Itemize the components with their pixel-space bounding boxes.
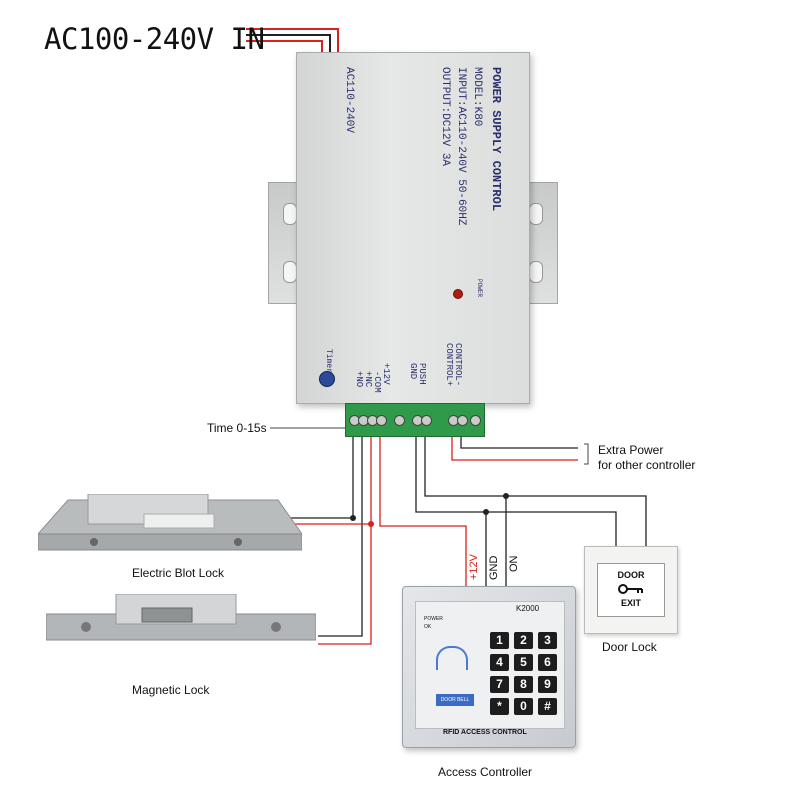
wire-12v xyxy=(379,436,467,586)
terminal-screw[interactable] xyxy=(457,415,468,426)
key[interactable]: 5 xyxy=(514,654,533,671)
psu-brand: POWER SUPPLY CONTROL xyxy=(489,67,503,212)
wire-push-door xyxy=(506,495,647,546)
terminal-block xyxy=(345,403,485,437)
magnetic-lock-label: Magnetic Lock xyxy=(132,683,210,697)
key[interactable]: 6 xyxy=(538,654,557,671)
rfid-wave-icon xyxy=(436,646,468,670)
wire-push xyxy=(424,436,507,586)
ac-wire-red xyxy=(246,28,339,52)
mount-hole xyxy=(529,261,543,283)
door-exit-line2: EXIT xyxy=(620,598,641,608)
ac-wire-black xyxy=(246,34,331,52)
terminal-screw[interactable] xyxy=(394,415,405,426)
psu-ac-label: AC110-240V xyxy=(343,67,355,134)
terminal-screw[interactable] xyxy=(421,415,432,426)
magnetic-lock-image xyxy=(46,594,316,641)
junction-dot xyxy=(350,515,356,521)
ac-wire-red-2 xyxy=(246,40,323,52)
wire-label-gnd: GND xyxy=(488,555,500,580)
timer-knob-icon[interactable] xyxy=(319,371,335,387)
ac-input-title: AC100-240V IN xyxy=(44,22,265,56)
door-exit-line1: DOOR xyxy=(617,570,645,580)
terminal-label: CONTROL- xyxy=(453,343,463,387)
key[interactable]: 2 xyxy=(514,632,533,649)
electric-bolt-lock-image xyxy=(38,494,302,551)
key[interactable]: 0 xyxy=(514,698,533,715)
wire-control-minus xyxy=(460,436,578,449)
wire-gnd-door xyxy=(486,511,617,546)
junction-dot xyxy=(368,521,374,527)
doorbell-button[interactable]: DOOR BELL xyxy=(436,694,474,706)
key-icon xyxy=(618,584,644,594)
door-exit-button[interactable]: DOOR EXIT xyxy=(584,546,678,634)
timer-label: Timer xyxy=(324,349,333,374)
door-lock-label: Door Lock xyxy=(602,640,657,654)
psu-output: OUTPUT:DC12V 3A xyxy=(439,67,451,167)
keypad-led-ok: OK xyxy=(424,624,432,630)
junction-dot xyxy=(503,493,509,499)
wire-nc xyxy=(318,436,363,637)
psu-model: MODEL:K80 xyxy=(471,67,483,127)
keypad-footer: RFID ACCESS CONTROL xyxy=(443,729,527,736)
keypad-keys: 1 2 3 4 5 6 7 8 9 * 0 # xyxy=(490,632,560,722)
wire-label-12v: +12V xyxy=(468,554,480,580)
access-controller-label: Access Controller xyxy=(438,765,533,779)
key[interactable]: 8 xyxy=(514,676,533,693)
electric-bolt-lock-label: Electric Blot Lock xyxy=(132,566,225,580)
terminal-screw[interactable] xyxy=(470,415,481,426)
access-controller-keypad: K2000 POWER OK DOOR BELL 1 2 3 4 5 6 7 8… xyxy=(402,586,576,748)
wire-com xyxy=(318,436,372,645)
key[interactable]: 4 xyxy=(490,654,509,671)
keypad-face: K2000 POWER OK DOOR BELL 1 2 3 4 5 6 7 8… xyxy=(415,601,565,729)
wire-label-on: ON xyxy=(508,555,520,573)
extra-power-brace xyxy=(584,443,589,465)
wire-control-plus xyxy=(451,436,578,461)
power-led xyxy=(453,289,463,299)
extra-power-label: Extra Power xyxy=(598,443,664,457)
mount-hole xyxy=(283,261,297,283)
extra-power-sublabel: for other controller xyxy=(598,458,696,472)
door-exit-face: DOOR EXIT xyxy=(597,563,665,617)
key[interactable]: * xyxy=(490,698,509,715)
mount-hole xyxy=(283,203,297,225)
terminal-label: +12V xyxy=(381,363,391,385)
psu-input: INPUT:AC110-240V 50-60HZ xyxy=(455,67,467,226)
power-led-label: POWER xyxy=(476,279,483,298)
key[interactable]: 9 xyxy=(538,676,557,693)
key[interactable]: # xyxy=(538,698,557,715)
mount-hole xyxy=(529,203,543,225)
key[interactable]: 7 xyxy=(490,676,509,693)
keypad-model: K2000 xyxy=(516,604,540,613)
power-supply-unit: POWER SUPPLY CONTROL MODEL:K80 INPUT:AC1… xyxy=(296,52,530,404)
time-label: Time 0-15s xyxy=(207,421,267,435)
terminal-label: PUSH xyxy=(417,363,427,385)
key[interactable]: 1 xyxy=(490,632,509,649)
wire-gnd xyxy=(415,436,487,586)
key[interactable]: 3 xyxy=(538,632,557,649)
terminal-screw[interactable] xyxy=(376,415,387,426)
keypad-led-power: POWER xyxy=(424,616,443,622)
